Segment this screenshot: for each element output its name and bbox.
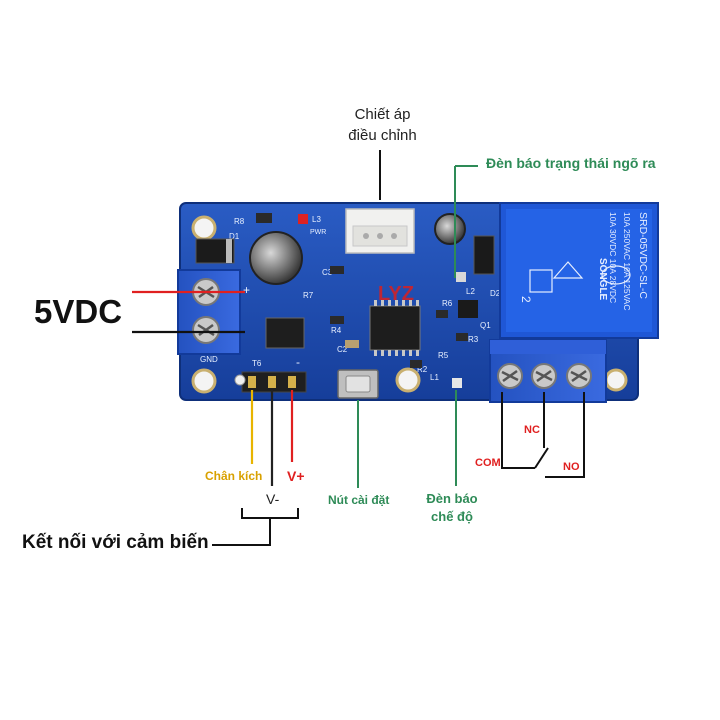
- vminus-label: V-: [266, 491, 280, 507]
- relay-model: SRD-05VDC-SL-C: [637, 212, 649, 299]
- sensor-bracket-stem: [212, 518, 271, 546]
- silk-t6: T6: [252, 359, 262, 368]
- ul-mark-icon: [529, 269, 553, 293]
- relay-pin-mark: 2: [519, 296, 533, 303]
- terminal-screw-nc[interactable]: [531, 363, 557, 389]
- regulator-ic: [265, 317, 305, 349]
- potentiometer-label-line1: Chiết áp: [354, 106, 411, 123]
- potentiometer[interactable]: [345, 208, 415, 254]
- header-pin-icon: [248, 376, 256, 388]
- no-wire: [545, 392, 585, 478]
- via-hole-icon: [234, 374, 246, 386]
- silk-l2: L2: [466, 287, 475, 296]
- silk-q1: Q1: [480, 321, 491, 330]
- potentiometer-label-line2: điều chỉnh: [348, 127, 417, 144]
- silk-r5: R5: [438, 351, 449, 360]
- components: [195, 213, 495, 388]
- relay-terminal-block: [489, 339, 607, 403]
- relay-brand: SONGLE: [597, 258, 608, 301]
- trigger-pin-label: Chân kích: [205, 469, 263, 483]
- terminal-screw-com[interactable]: [497, 363, 523, 389]
- smd-r3: [456, 333, 468, 341]
- mode-led-label-line1: Đèn báo: [426, 491, 478, 506]
- silk-c2: C2: [337, 345, 348, 354]
- silk-plus: +: [243, 283, 250, 297]
- ic-pins: [374, 300, 419, 356]
- mount-hole-icon: [395, 367, 421, 393]
- vplus-label: V+: [287, 468, 305, 484]
- terminal-screw-gnd[interactable]: [192, 316, 220, 344]
- microcontroller-ic: [369, 305, 421, 351]
- silk-l3: L3: [312, 215, 321, 224]
- silk-minus: -: [296, 355, 300, 369]
- smd-r8: [256, 213, 272, 223]
- smd-r6: [436, 310, 448, 318]
- silk-gnd: GND: [200, 355, 218, 364]
- header-pin-icon: [268, 376, 276, 388]
- silk-r2: R2: [417, 365, 428, 374]
- pwr-led-icon: [298, 214, 308, 224]
- silk-r4: R4: [331, 326, 342, 335]
- relay: SRD-05VDC-SL-C 10A 250VAC 10A 125VAC 10A…: [499, 202, 659, 339]
- mount-hole-icon: [191, 215, 217, 241]
- silk-l1: L1: [430, 373, 439, 382]
- silk-r7: R7: [303, 291, 314, 300]
- header-pin-icon: [288, 376, 296, 388]
- capacitor-small: [434, 213, 466, 245]
- nc-label: NC: [524, 424, 540, 436]
- output-led-label: Đèn báo trạng thái ngõ ra: [486, 155, 656, 171]
- mount-hole-icon: [191, 368, 217, 394]
- relay-rating1: 10A 250VAC 10A 125VAC: [622, 212, 632, 310]
- silk-pwr: PWR: [310, 229, 326, 236]
- silk-d1: D1: [229, 232, 240, 241]
- diode-d2: [473, 235, 495, 275]
- sensor-bracket: [241, 508, 299, 519]
- power-terminal-block: [177, 269, 241, 355]
- terminal-screw-no[interactable]: [566, 363, 592, 389]
- com-wire: [501, 392, 535, 469]
- watermark: LYZ: [378, 283, 414, 305]
- switch-arm: [534, 447, 549, 469]
- pin-icon: [377, 233, 383, 239]
- diode-band: [226, 239, 232, 263]
- relay-rating2: 10A 30VDC 10A 28VDC: [608, 212, 618, 303]
- mode-led-label-line2: chế độ: [431, 509, 473, 524]
- silkscreen: R8 D1 L3 PWR C3 R7 R4 C2 R6 L2 D2 Q1 R3 …: [200, 215, 501, 382]
- silk-r8: R8: [234, 217, 245, 226]
- silk-c3: C3: [322, 268, 333, 277]
- supply-label: 5VDC: [34, 293, 123, 330]
- smd-c2: [345, 340, 359, 348]
- mode-led-label: Đèn báo chế độ: [426, 490, 478, 526]
- cqc-mark-icon: [601, 265, 631, 285]
- capacitor-large: [249, 231, 303, 285]
- smd-r4: [330, 316, 344, 324]
- smd-r2: [410, 360, 422, 368]
- silk-r6: R6: [442, 299, 453, 308]
- setup-button[interactable]: [337, 369, 379, 399]
- pin-icon: [363, 233, 369, 239]
- mount-hole-icon: [604, 368, 628, 392]
- silk-r3: R3: [468, 335, 479, 344]
- transistor-q1: [458, 300, 478, 318]
- output-led-icon: [456, 272, 466, 282]
- warning-icon: [552, 261, 584, 279]
- smd-c3: [330, 266, 344, 274]
- sensor-connection-label: Kết nối với cảm biến: [22, 532, 209, 553]
- com-label: COM: [475, 457, 501, 469]
- no-label: NO: [563, 461, 580, 473]
- potentiometer-label: Chiết áp điều chỉnh: [335, 104, 430, 146]
- pin-icon: [391, 233, 397, 239]
- sensor-header[interactable]: [241, 371, 307, 393]
- annotation-lines: [132, 150, 585, 546]
- setup-button-label: Nút cài đặt: [328, 493, 390, 507]
- mode-led-icon: [452, 378, 462, 388]
- silk-d2: D2: [490, 289, 501, 298]
